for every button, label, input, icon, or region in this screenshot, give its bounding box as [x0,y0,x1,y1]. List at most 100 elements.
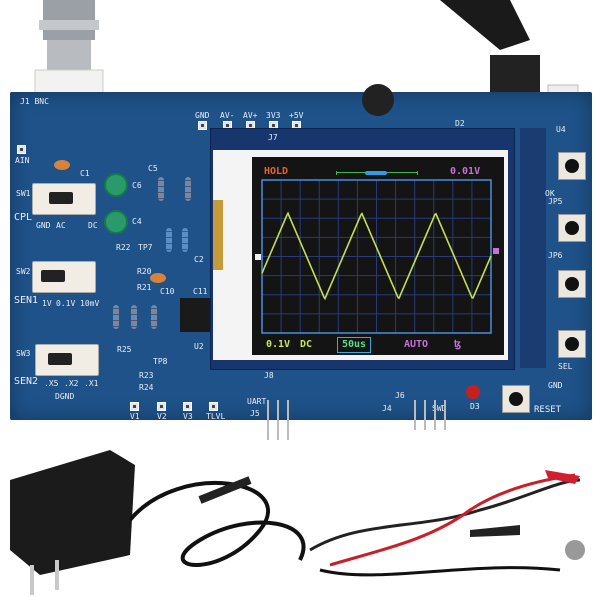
resistor [182,228,188,252]
ground-level-marker [255,254,261,260]
resistor [131,305,137,329]
led-d3 [466,385,480,399]
tlvl-label: TLVL [206,412,226,421]
sel-button[interactable] [558,330,586,358]
cpl-pos-gnd: GND [36,221,51,230]
gnd2-label: GND [548,381,563,390]
cpl-pos-dc: DC [88,221,98,230]
gnd-label: GND [195,111,210,120]
c11-label: C11 [193,287,208,296]
ok-button[interactable] [558,152,586,180]
j5-label: J5 [250,409,260,418]
power-jack [440,0,579,100]
electrolytic-capacitor [362,84,394,116]
sen2-pos-x2: .X2 [64,379,79,388]
c4-label: C4 [132,217,142,226]
u2-label: U2 [194,342,204,351]
button-3[interactable] [558,270,586,298]
gnd-pad [198,121,207,130]
v2-label: V2 [157,412,167,421]
tlvl-pad [209,402,218,411]
mode-status: HOLD [264,166,289,177]
dgnd-label: DGND [55,392,75,401]
header-pins [267,400,446,440]
r21-label: R21 [137,283,152,292]
5v-label: +5V [289,111,304,120]
sw3-label: SW3 [16,349,31,358]
av-minus-label: AV- [220,111,235,120]
adapter-prong [55,560,59,590]
waveform-trace [261,211,492,301]
resistor [151,305,157,329]
r22-label: R22 [116,243,131,252]
sw3-sen2-switch[interactable] [35,344,99,376]
capacitor-c1 [54,160,70,170]
black-alligator-clip [470,525,520,537]
j8-label: J8 [264,371,274,380]
grid [262,180,491,333]
sw1-label: SW1 [16,189,31,198]
c2-label: C2 [194,255,204,264]
c1-label: C1 [80,169,90,178]
adapter-prong [30,565,34,595]
av-plus-label: AV+ [243,111,258,120]
j4-label: J4 [382,404,392,413]
swd-label: SWD [432,404,447,413]
u4-label: U4 [556,125,566,134]
waveform-display [255,179,499,334]
probe-cable-red [329,473,576,567]
pin-header [520,128,546,368]
probe-cable-black [309,478,581,552]
trigger-edge-icon: ꜩ [454,339,462,350]
r23-label: R23 [139,371,154,380]
jp6-label: JP6 [548,251,563,260]
v3-pad [183,402,192,411]
button-2[interactable] [558,214,586,242]
sel-label: SEL [558,362,573,371]
adapter-cable [128,481,306,567]
trimmer-c6[interactable] [104,173,128,197]
ain-pad [17,145,26,154]
cpl-label: CPL [14,212,33,223]
sen1-pos-1v: 1V [42,299,52,308]
v2-pad [157,402,166,411]
3v3-label: 3V3 [266,111,281,120]
dc-plug [198,476,252,504]
r24-label: R24 [139,383,154,392]
uart-label: UART [247,397,267,406]
reset-button[interactable] [502,385,530,413]
sw1-cpl-switch[interactable] [32,183,96,215]
trimmer-c4[interactable] [104,210,128,234]
d3-label: D3 [470,402,480,411]
sen1-pos-0-1v: 0.1V [56,299,76,308]
v3-label: V3 [183,412,193,421]
sw2-sen1-switch[interactable] [32,261,96,293]
resistor [113,305,119,329]
reset-label: RESET [534,405,562,415]
bnc-plug [565,540,585,560]
trigger-level: 0.01V [450,166,481,177]
resistor [166,228,172,252]
bnc-label: J1 BNC [20,97,49,106]
sen2-label: SEN2 [14,376,39,387]
time-per-div: 50us [337,337,372,353]
oscilloscope-screen: HOLD 0.01V 0.1V DC 50us AUTO ꜩ [252,157,504,355]
c10-label: C10 [160,287,175,296]
sen2-pos-x1: .X1 [84,379,99,388]
capacitor-c10 [150,273,166,283]
bnc-cable [319,566,561,577]
lcd-flex-cable [213,200,223,270]
j6-label: J6 [395,391,405,400]
cpl-pos-ac: AC [56,221,66,230]
jp5-label: JP5 [548,197,563,206]
d2-label: D2 [455,119,465,128]
chip-u2 [180,298,210,332]
c6-label: C6 [132,181,142,190]
sw2-label: SW2 [16,267,31,276]
resistor [185,177,191,201]
ain-label: AIN [15,156,30,165]
accessories [10,450,585,595]
red-alligator-clip [545,470,580,484]
sen1-label: SEN1 [14,295,39,306]
resistor [158,177,164,201]
